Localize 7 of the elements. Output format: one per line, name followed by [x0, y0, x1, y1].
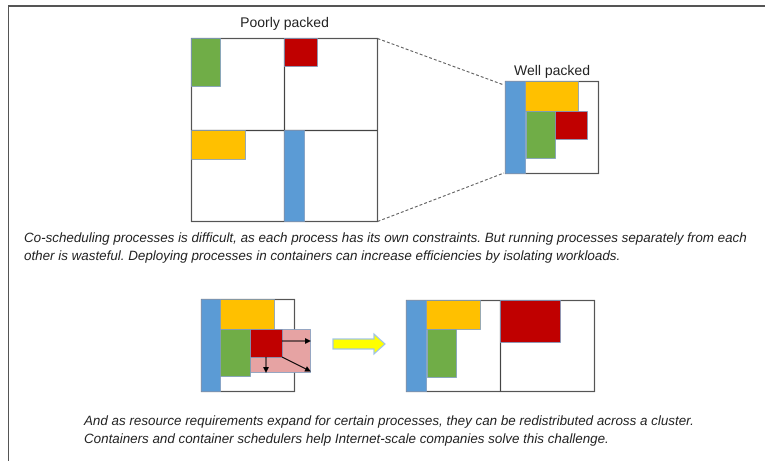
block-arrow	[332, 332, 386, 356]
zoom-line	[377, 38, 504, 86]
caption-text: And as resource requirements expand for certain processes, they can be redistributed across a cluster. Containers and container schedulers help Internet-scale companies solve this challenge.	[84, 412, 695, 447]
panel-title: Poorly packed	[240, 14, 329, 31]
zoom-line	[377, 172, 504, 222]
caption-text: Co-scheduling processes is difficult, as each process has its own constraints. But running processes separately from each other is wasteful. Deploying processes in containers can increase efficiencies by isolating workloads.	[24, 229, 748, 264]
panel-title: Well packed	[514, 62, 590, 79]
